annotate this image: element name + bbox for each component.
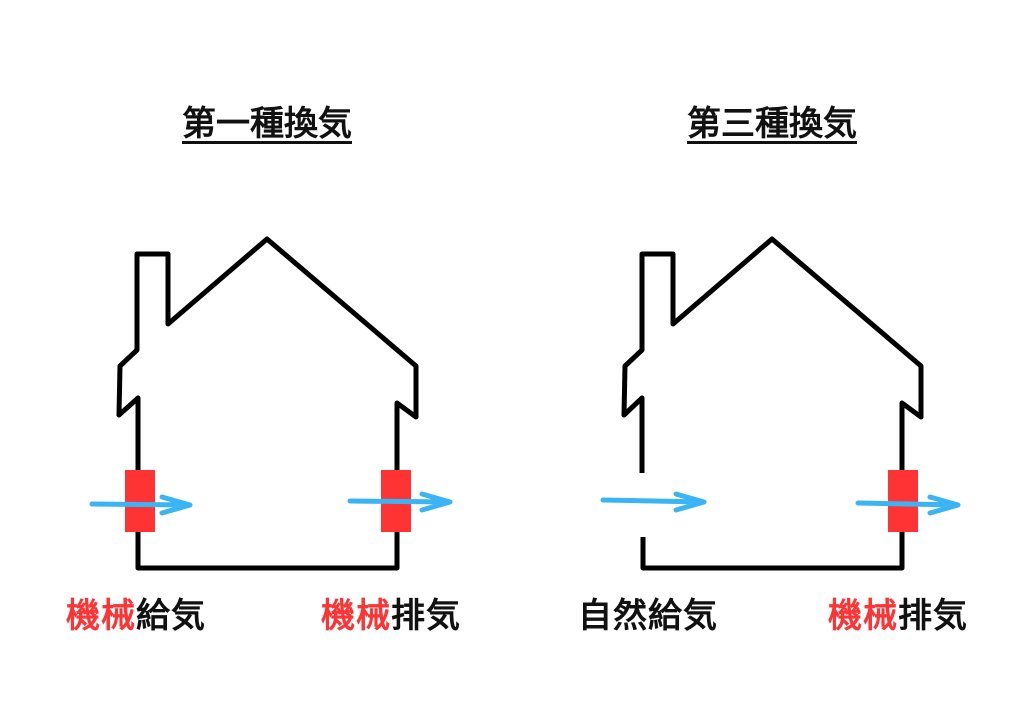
airflow-arrow-icon bbox=[855, 494, 961, 516]
title-type3-ventilation: 第三種換気 bbox=[687, 104, 857, 144]
title-type1-ventilation: 第一種換気 bbox=[182, 104, 352, 144]
airflow-arrow-icon bbox=[600, 491, 707, 513]
label-exhaust-type1: 機械排気 bbox=[321, 588, 461, 637]
mechanical-supply-fan bbox=[125, 470, 155, 532]
house-outline-type3 bbox=[621, 236, 924, 571]
airflow-arrow-icon bbox=[89, 494, 193, 516]
label-exhaust-type3: 機械排気 bbox=[828, 588, 968, 637]
mechanical-exhaust-fan bbox=[888, 470, 918, 532]
label-supply-prefix: 機械 bbox=[66, 596, 136, 636]
label-exhaust-suffix: 排気 bbox=[391, 596, 461, 636]
label-exhaust-suffix: 排気 bbox=[898, 596, 968, 636]
label-supply-prefix: 自然 bbox=[578, 596, 648, 636]
airflow-arrow-icon bbox=[347, 491, 453, 513]
label-supply-suffix: 給気 bbox=[136, 596, 206, 636]
house-outline-type1 bbox=[116, 236, 419, 571]
label-supply-type3: 自然給気 bbox=[578, 588, 718, 637]
label-supply-suffix: 給気 bbox=[648, 596, 718, 636]
label-supply-type1: 機械給気 bbox=[66, 588, 206, 637]
label-exhaust-prefix: 機械 bbox=[828, 596, 898, 636]
label-exhaust-prefix: 機械 bbox=[321, 596, 391, 636]
